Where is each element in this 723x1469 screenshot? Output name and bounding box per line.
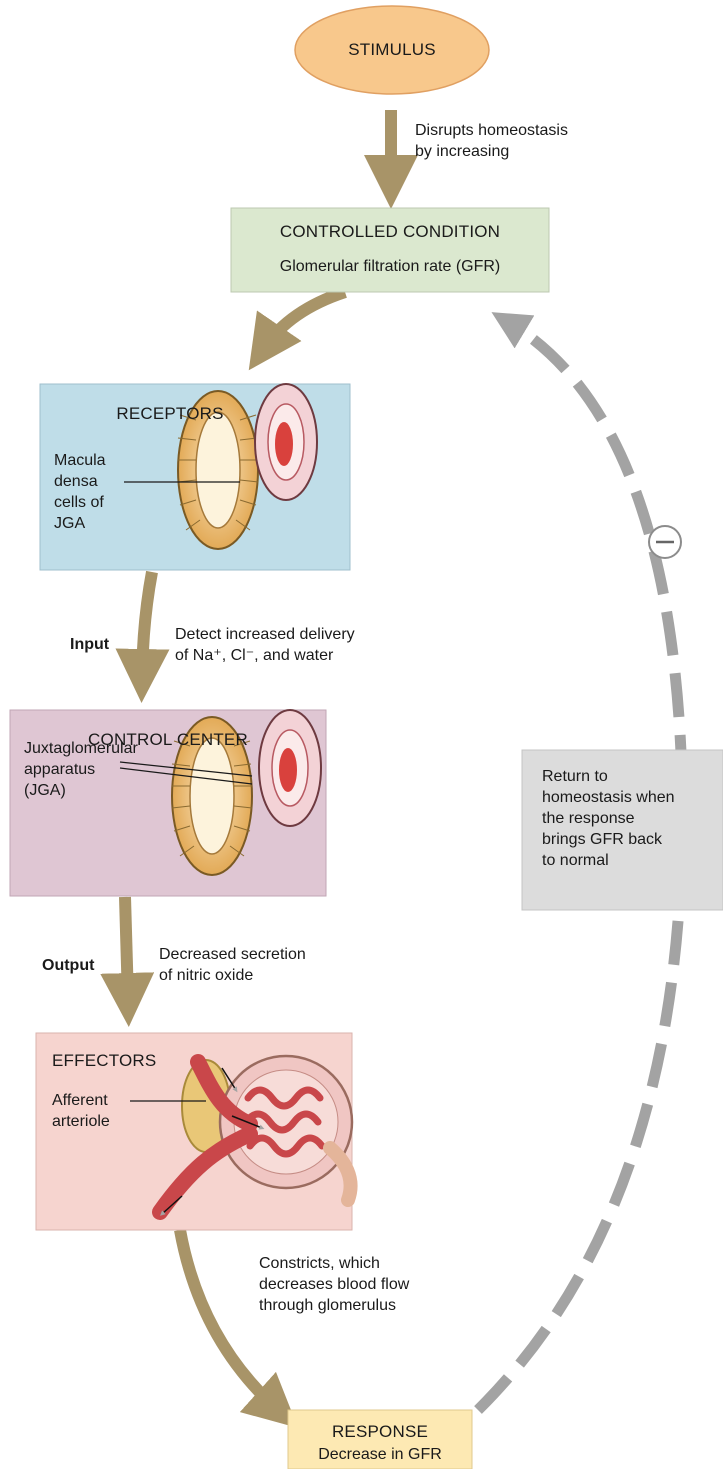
- output-label: Output: [42, 955, 94, 976]
- input-edge-text: Detect increased delivery of Na⁺, Cl⁻, a…: [175, 624, 355, 666]
- effectors-title: EFFECTORS: [52, 1051, 156, 1071]
- feedback-note-text: Return to homeostasis when the response …: [542, 766, 675, 871]
- arrow-condition-to-receptors: [264, 292, 345, 348]
- controlled-condition-subtitle: Glomerular filtration rate (GFR): [231, 258, 549, 276]
- response-subtitle: Decrease in GFR: [288, 1446, 472, 1464]
- stimulus-edge-text: Disrupts homeostasis by increasing: [415, 120, 568, 162]
- output-edge-text: Decreased secretion of nitric oxide: [159, 944, 306, 986]
- receptors-title: RECEPTORS: [40, 404, 300, 424]
- response-title: RESPONSE: [288, 1422, 472, 1442]
- arrow-center-to-effectors: [125, 897, 128, 1000]
- effectors-label: Afferent arteriole: [52, 1090, 110, 1132]
- control-center-label: Juxtaglomerular apparatus (JGA): [24, 738, 138, 801]
- stimulus-label: STIMULUS: [292, 40, 492, 60]
- arrow-receptors-to-center: [142, 572, 152, 676]
- input-label: Input: [70, 634, 109, 655]
- controlled-condition-title: CONTROLLED CONDITION: [231, 222, 549, 242]
- effectors-edge-text: Constricts, which decreases blood flow t…: [259, 1253, 409, 1316]
- controlled-condition-box: [231, 208, 549, 292]
- receptors-label: Macula densa cells of JGA: [54, 450, 106, 534]
